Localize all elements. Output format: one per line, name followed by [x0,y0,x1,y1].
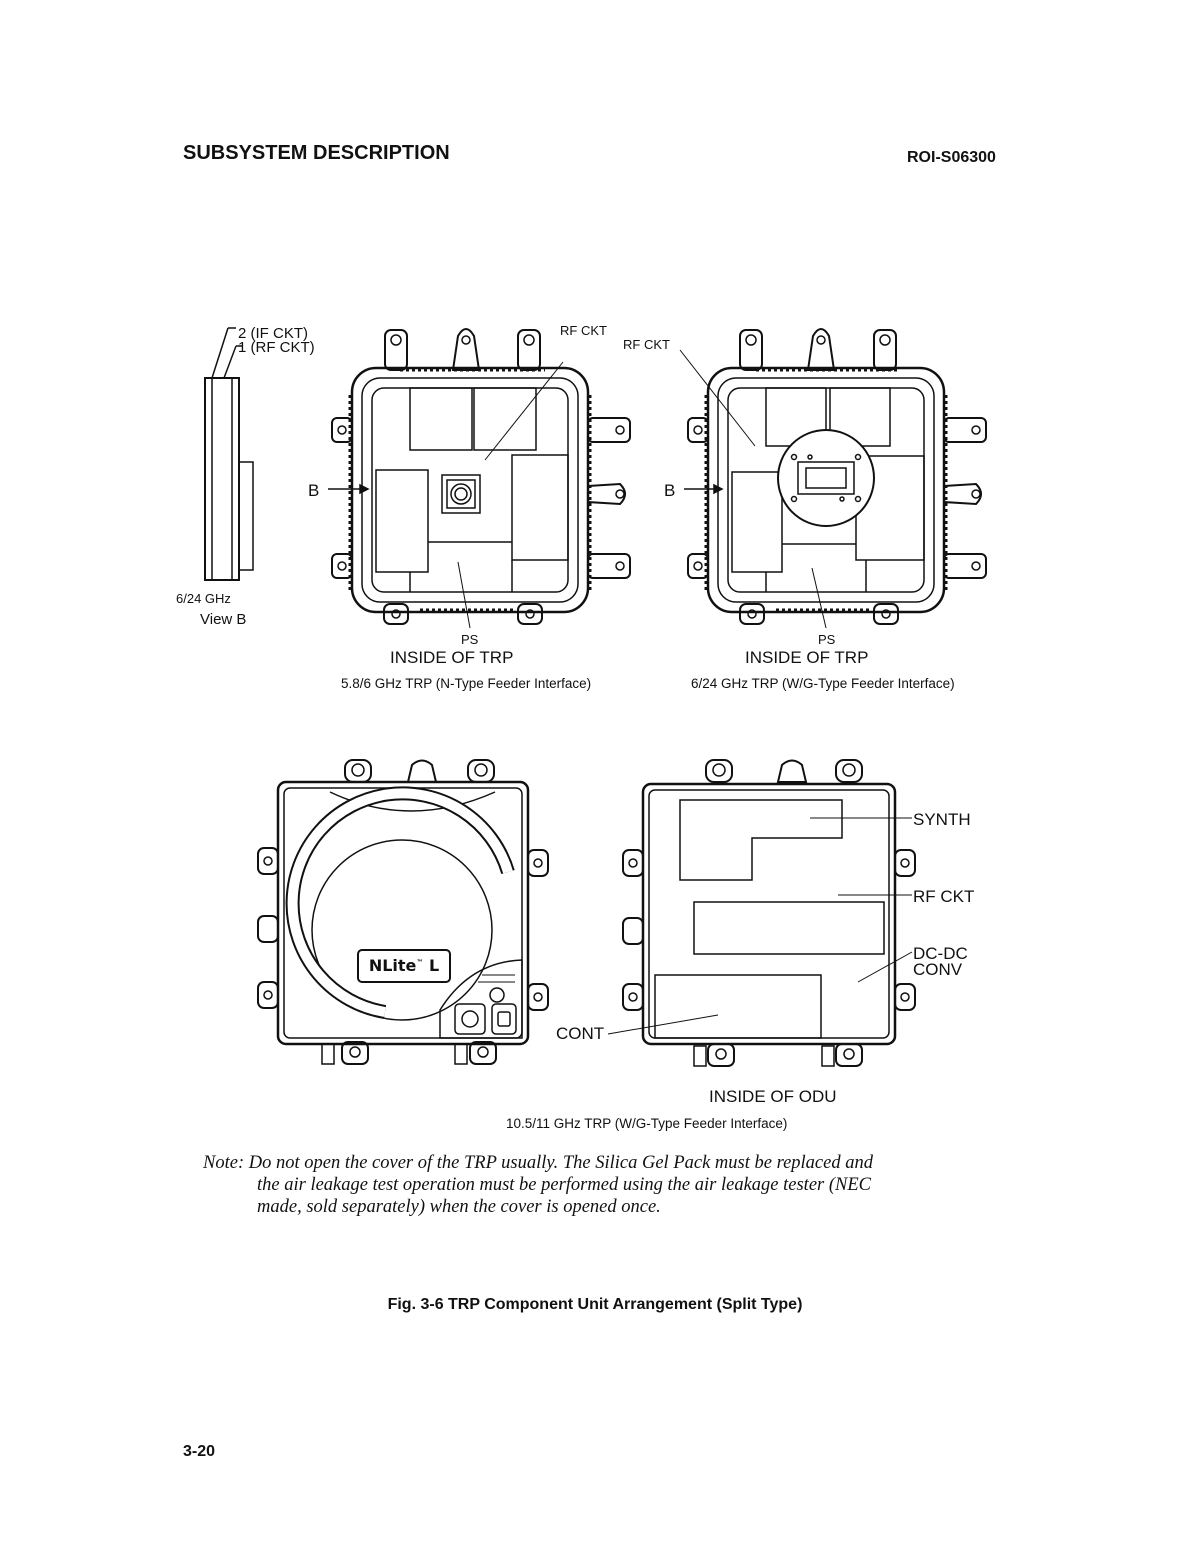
cont-label: CONT [556,1024,605,1043]
right-unit-ps-label: PS [818,632,836,647]
note-line-1: Do not open the cover of the TRP usually… [248,1153,873,1173]
right-unit-title: INSIDE OF TRP [745,648,869,667]
odu-caption: 10.5/11 GHz TRP (W/G-Type Feeder Interfa… [506,1116,788,1131]
synth-label: SYNTH [913,810,971,829]
right-unit-b-arrow-label: B [664,481,676,500]
odu-interior [608,760,915,1066]
right-unit-caption: 6/24 GHz TRP (W/G-Type Feeder Interface) [691,676,955,691]
note-line-3: made, sold separately) when the cover is… [257,1197,661,1217]
left-unit-rf-ckt-label: RF CKT [560,323,607,338]
note-line-2: the air leakage test operation must be p… [257,1175,871,1195]
left-unit-title: INSIDE OF TRP [390,648,514,667]
section-title: SUBSYSTEM DESCRIPTION [183,142,450,164]
right-unit-rf-ckt-label: RF CKT [623,337,670,352]
figure-caption: Fig. 3-6 TRP Component Unit Arrangement … [387,1296,803,1313]
page-number: 3-20 [183,1443,216,1460]
view-b-caption: View B [200,611,247,628]
odu-title: INSIDE OF ODU [709,1087,837,1106]
view-b-side-drawing [205,328,253,580]
dcdc-label-line1: DC-DC [913,944,968,963]
view-b-label-rf-ckt: 1 (RF CKT) [238,339,315,356]
rf-ckt-label: RF CKT [913,887,975,906]
left-unit-ps-label: PS [461,632,479,647]
view-b-label-if-ckt: 2 (IF CKT) [238,325,308,342]
left-unit-caption: 5.8/6 GHz TRP (N-Type Feeder Interface) [341,676,592,691]
nlite-logo-suffix: L [428,956,440,975]
trp-unit-wg-type [680,329,986,628]
view-b-frequency: 6/24 GHz [176,591,231,606]
note-prefix: Note: [203,1153,245,1173]
document-number: ROI-S06300 [907,149,996,166]
trp-unit-n-type [328,329,630,628]
note-paragraph: Note: Do not open the cover of the TRP u… [203,1152,993,1218]
nlite-logo: NLite™ L [368,956,440,975]
left-unit-b-arrow-label: B [308,481,320,500]
odu-exterior [258,760,548,1064]
nlite-logo-text: NLite [368,956,417,975]
dcdc-label-line2: CONV [913,960,963,979]
